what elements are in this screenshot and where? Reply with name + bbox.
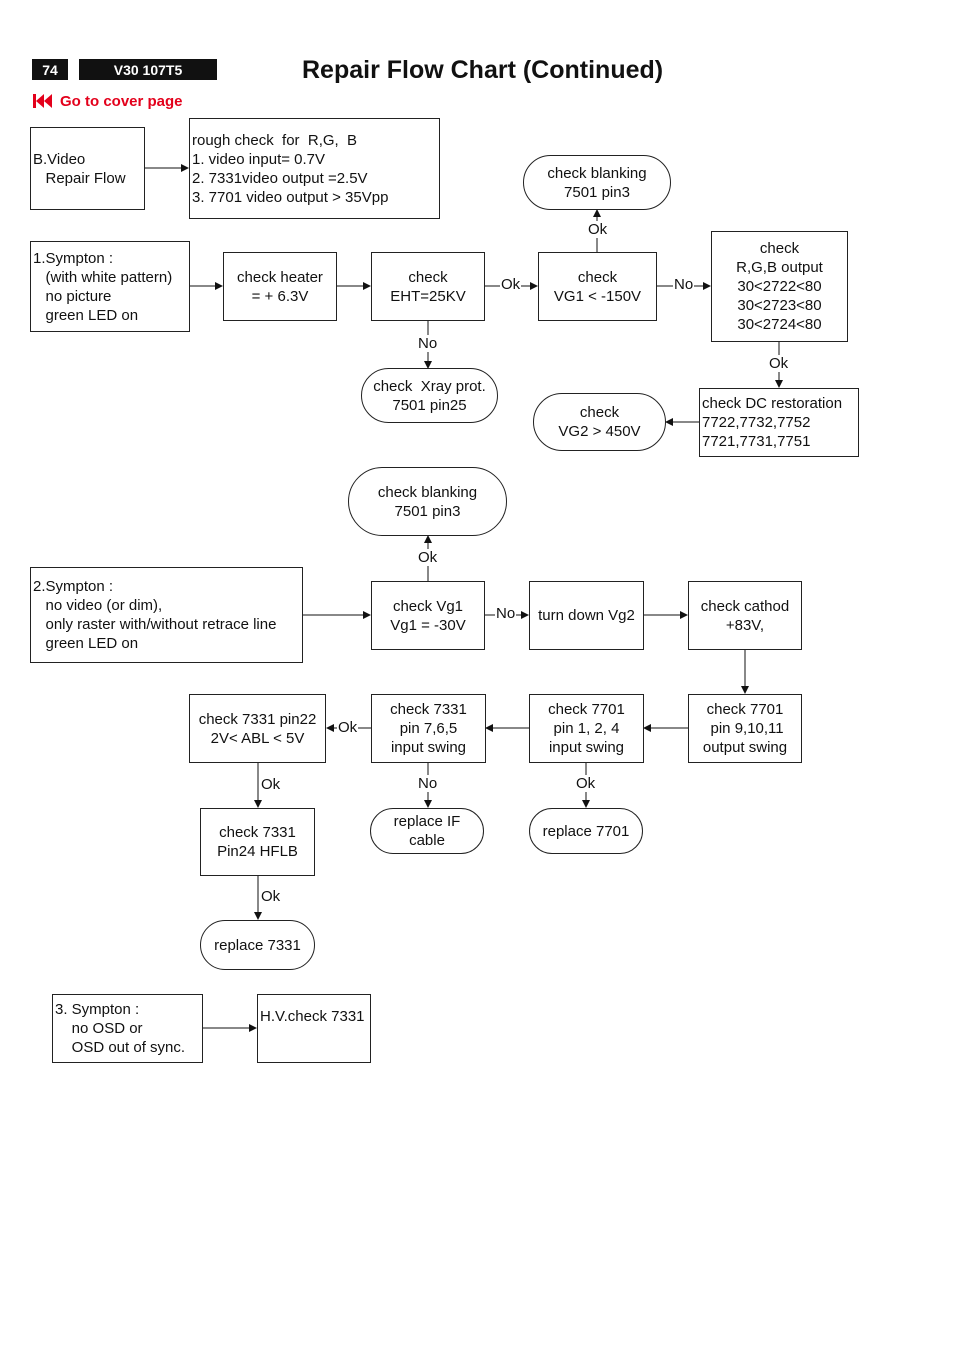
model-badge: V30 107T5 — [79, 59, 217, 80]
check-blanking-terminal-2: check blanking 7501 pin3 — [348, 467, 507, 536]
edge-label-vg1-blank1: Ok — [587, 221, 609, 238]
check-rgb-output-box: check R,G,B output 30<2722<80 30<2723<80… — [711, 231, 848, 342]
check-7331-pin24-box: check 7331 Pin24 HFLB — [200, 808, 315, 876]
check-7701-output-box: check 7701 pin 9,10,11 output swing — [688, 694, 802, 763]
edge-label-eht-xray: No — [417, 335, 439, 352]
symptom-1-box: 1.Sympton : (with white pattern) no pict… — [30, 241, 190, 332]
check-eht-box: check EHT=25KV — [371, 252, 485, 321]
check-xray-terminal: check Xray prot. 7501 pin25 — [361, 368, 498, 423]
check-7331-input-box: check 7331 pin 7,6,5 input swing — [371, 694, 486, 763]
check-blanking-terminal-1: check blanking 7501 pin3 — [523, 155, 671, 210]
check-vg1-30-box: check Vg1 Vg1 = -30V — [371, 581, 485, 650]
turn-down-vg2-box: turn down Vg2 — [529, 581, 644, 650]
edge-label-vg1-rgb: No — [673, 276, 695, 293]
edge-label-pin22-pin24: Ok — [260, 776, 282, 793]
check-vg1-150-box: check VG1 < -150V — [538, 252, 657, 321]
edge-label-vg1b-turndown: No — [495, 605, 517, 622]
symptom-2-box: 2.Sympton : no video (or dim), only rast… — [30, 567, 303, 663]
edge-label-pin24-replace: Ok — [260, 888, 282, 905]
edge-label-rgb-dc: Ok — [768, 355, 790, 372]
replace-7701-terminal: replace 7701 — [529, 808, 643, 854]
check-7331-pin22-box: check 7331 pin22 2V< ABL < 5V — [189, 694, 326, 763]
edge-label-7701in-replace: Ok — [575, 775, 597, 792]
check-7701-input-box: check 7701 pin 1, 2, 4 input swing — [529, 694, 644, 763]
edge-label-7331in-pin22: Ok — [337, 719, 359, 736]
symptom-3-box: 3. Sympton : no OSD or OSD out of sync. — [52, 994, 203, 1063]
edge-label-eht-vg1: Ok — [500, 276, 522, 293]
rough-check-box: rough check for R,G, B 1. video input= 0… — [189, 118, 440, 219]
edge-label-7331in-replaceif: No — [417, 775, 439, 792]
page-number: 74 — [32, 59, 68, 80]
b-video-repair-flow-box: B.Video Repair Flow — [30, 127, 145, 210]
replace-7331-terminal: replace 7331 — [200, 920, 315, 970]
check-dc-restoration-box: check DC restoration 7722,7732,7752 7721… — [699, 388, 859, 457]
hv-check-7331-box: H.V.check 7331 — [257, 994, 371, 1063]
go-to-cover-label: Go to cover page — [60, 92, 183, 110]
check-heater-box: check heater = + 6.3V — [223, 252, 337, 321]
check-cathod-box: check cathod +83V, — [688, 581, 802, 650]
replace-if-cable-terminal: replace IF cable — [370, 808, 484, 854]
skip-to-start-icon — [32, 93, 54, 109]
go-to-cover-link[interactable]: Go to cover page — [32, 91, 183, 111]
page-title: Repair Flow Chart (Continued) — [302, 56, 664, 84]
edge-label-vg1b-blank2: Ok — [417, 549, 439, 566]
check-vg2-terminal: check VG2 > 450V — [533, 393, 666, 451]
